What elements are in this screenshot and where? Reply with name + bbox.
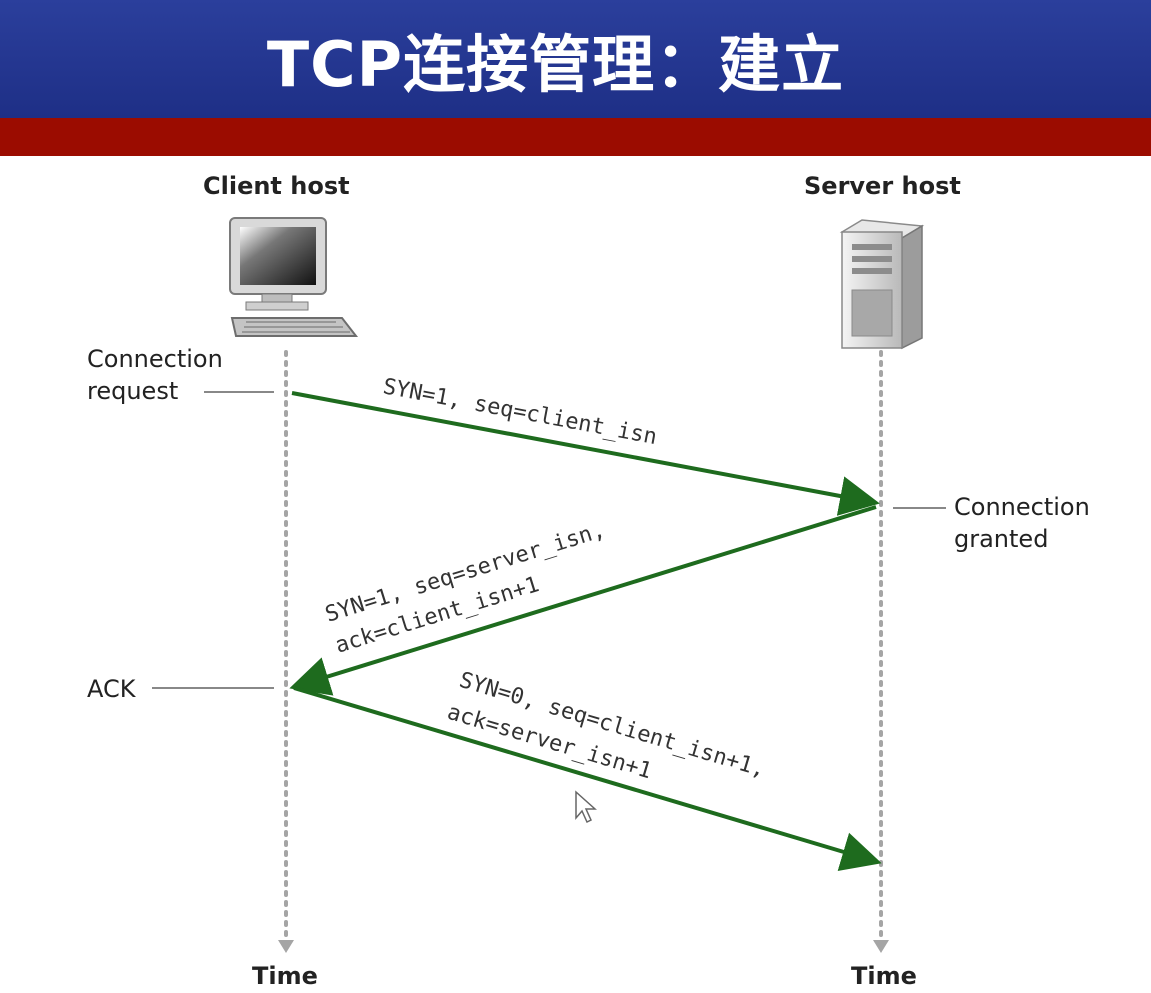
client-timeline-arrowhead xyxy=(278,940,294,953)
synack-arrow xyxy=(289,505,877,696)
ack-label: ACK xyxy=(87,675,136,703)
server-host-label: Server host xyxy=(804,172,961,200)
title-accent-band xyxy=(0,118,1151,156)
title-bar xyxy=(0,0,1151,118)
syn-message-label: SYN=1, seq=client_isn xyxy=(381,374,659,450)
connection-granted-label-line2: granted xyxy=(954,525,1049,553)
connection-request-label-line1: Connection xyxy=(87,345,223,373)
server-timeline-arrowhead xyxy=(873,940,889,953)
mouse-cursor-icon xyxy=(575,790,597,824)
connection-request-label-line2: request xyxy=(87,377,179,405)
desktop-computer-icon xyxy=(229,217,359,337)
client-host-label: Client host xyxy=(203,172,350,200)
syn-arrow xyxy=(291,391,880,516)
client-time-label: Time xyxy=(252,962,318,990)
connection-granted-label-line1: Connection xyxy=(954,493,1090,521)
slide-title: TCP连接管理：建立 xyxy=(266,28,845,101)
ack-arrow xyxy=(293,686,882,872)
tower-server-icon xyxy=(839,219,925,350)
server-time-label: Time xyxy=(851,962,917,990)
